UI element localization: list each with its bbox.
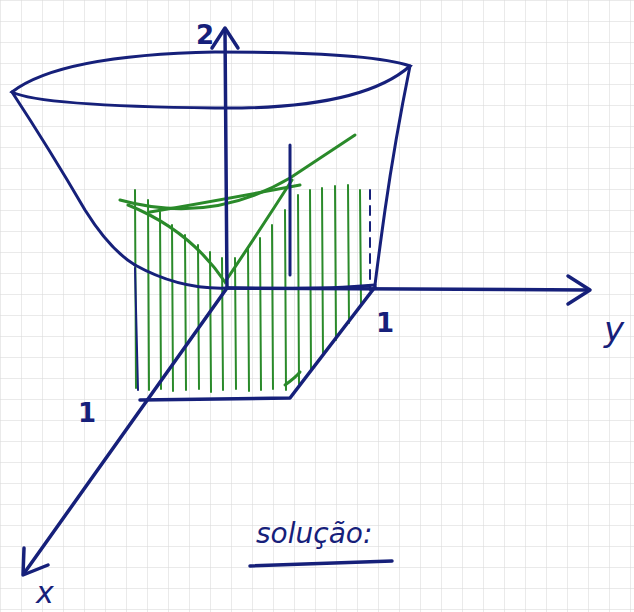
paraboloid	[12, 52, 410, 390]
underline	[250, 561, 392, 566]
axis-name: x	[36, 578, 54, 608]
axes	[23, 28, 590, 575]
axis-value: 1	[376, 310, 394, 336]
surface-patch	[120, 135, 355, 385]
axis-name: y	[604, 312, 624, 346]
axis-value: 2	[196, 22, 214, 48]
heading-note: solução:	[256, 520, 372, 548]
axis-value: 1	[78, 400, 96, 426]
